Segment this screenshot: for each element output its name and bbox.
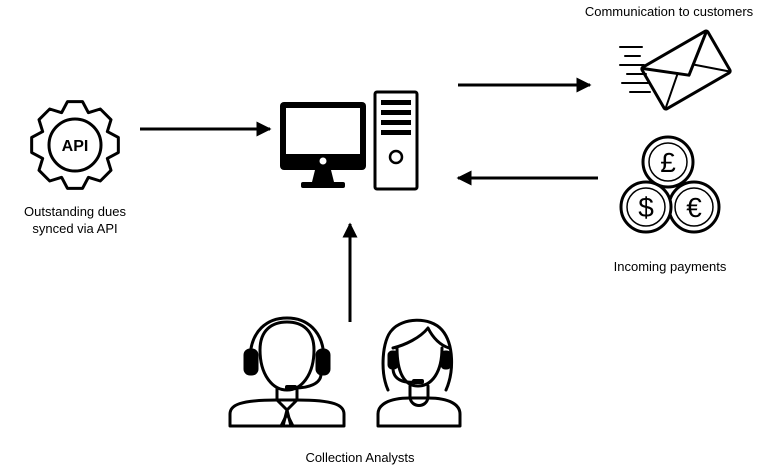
euro-symbol: € — [686, 192, 702, 223]
analysts-node-label: Collection Analysts — [305, 450, 415, 465]
api-node-label-line2: synced via API — [32, 221, 118, 236]
api-node-label-line1: Outstanding dues — [24, 204, 126, 219]
male-support-agent-icon — [228, 316, 346, 428]
pound-coin: £ — [641, 135, 695, 189]
payments-node-label: Incoming payments — [613, 259, 727, 274]
female-support-agent-icon — [376, 318, 462, 428]
communication-node-label: Communication to customers — [584, 4, 754, 19]
dollar-symbol: $ — [638, 192, 654, 223]
desktop-computer-icon — [280, 90, 419, 191]
dollar-coin: $ — [619, 180, 673, 234]
euro-coin: € — [667, 180, 721, 234]
pound-symbol: £ — [660, 147, 676, 178]
currency-coins-icon: £ € $ — [619, 135, 721, 234]
api-icon-text: API — [62, 138, 89, 155]
api-gear-icon: API — [30, 100, 120, 190]
email-envelope-icon — [619, 29, 732, 111]
